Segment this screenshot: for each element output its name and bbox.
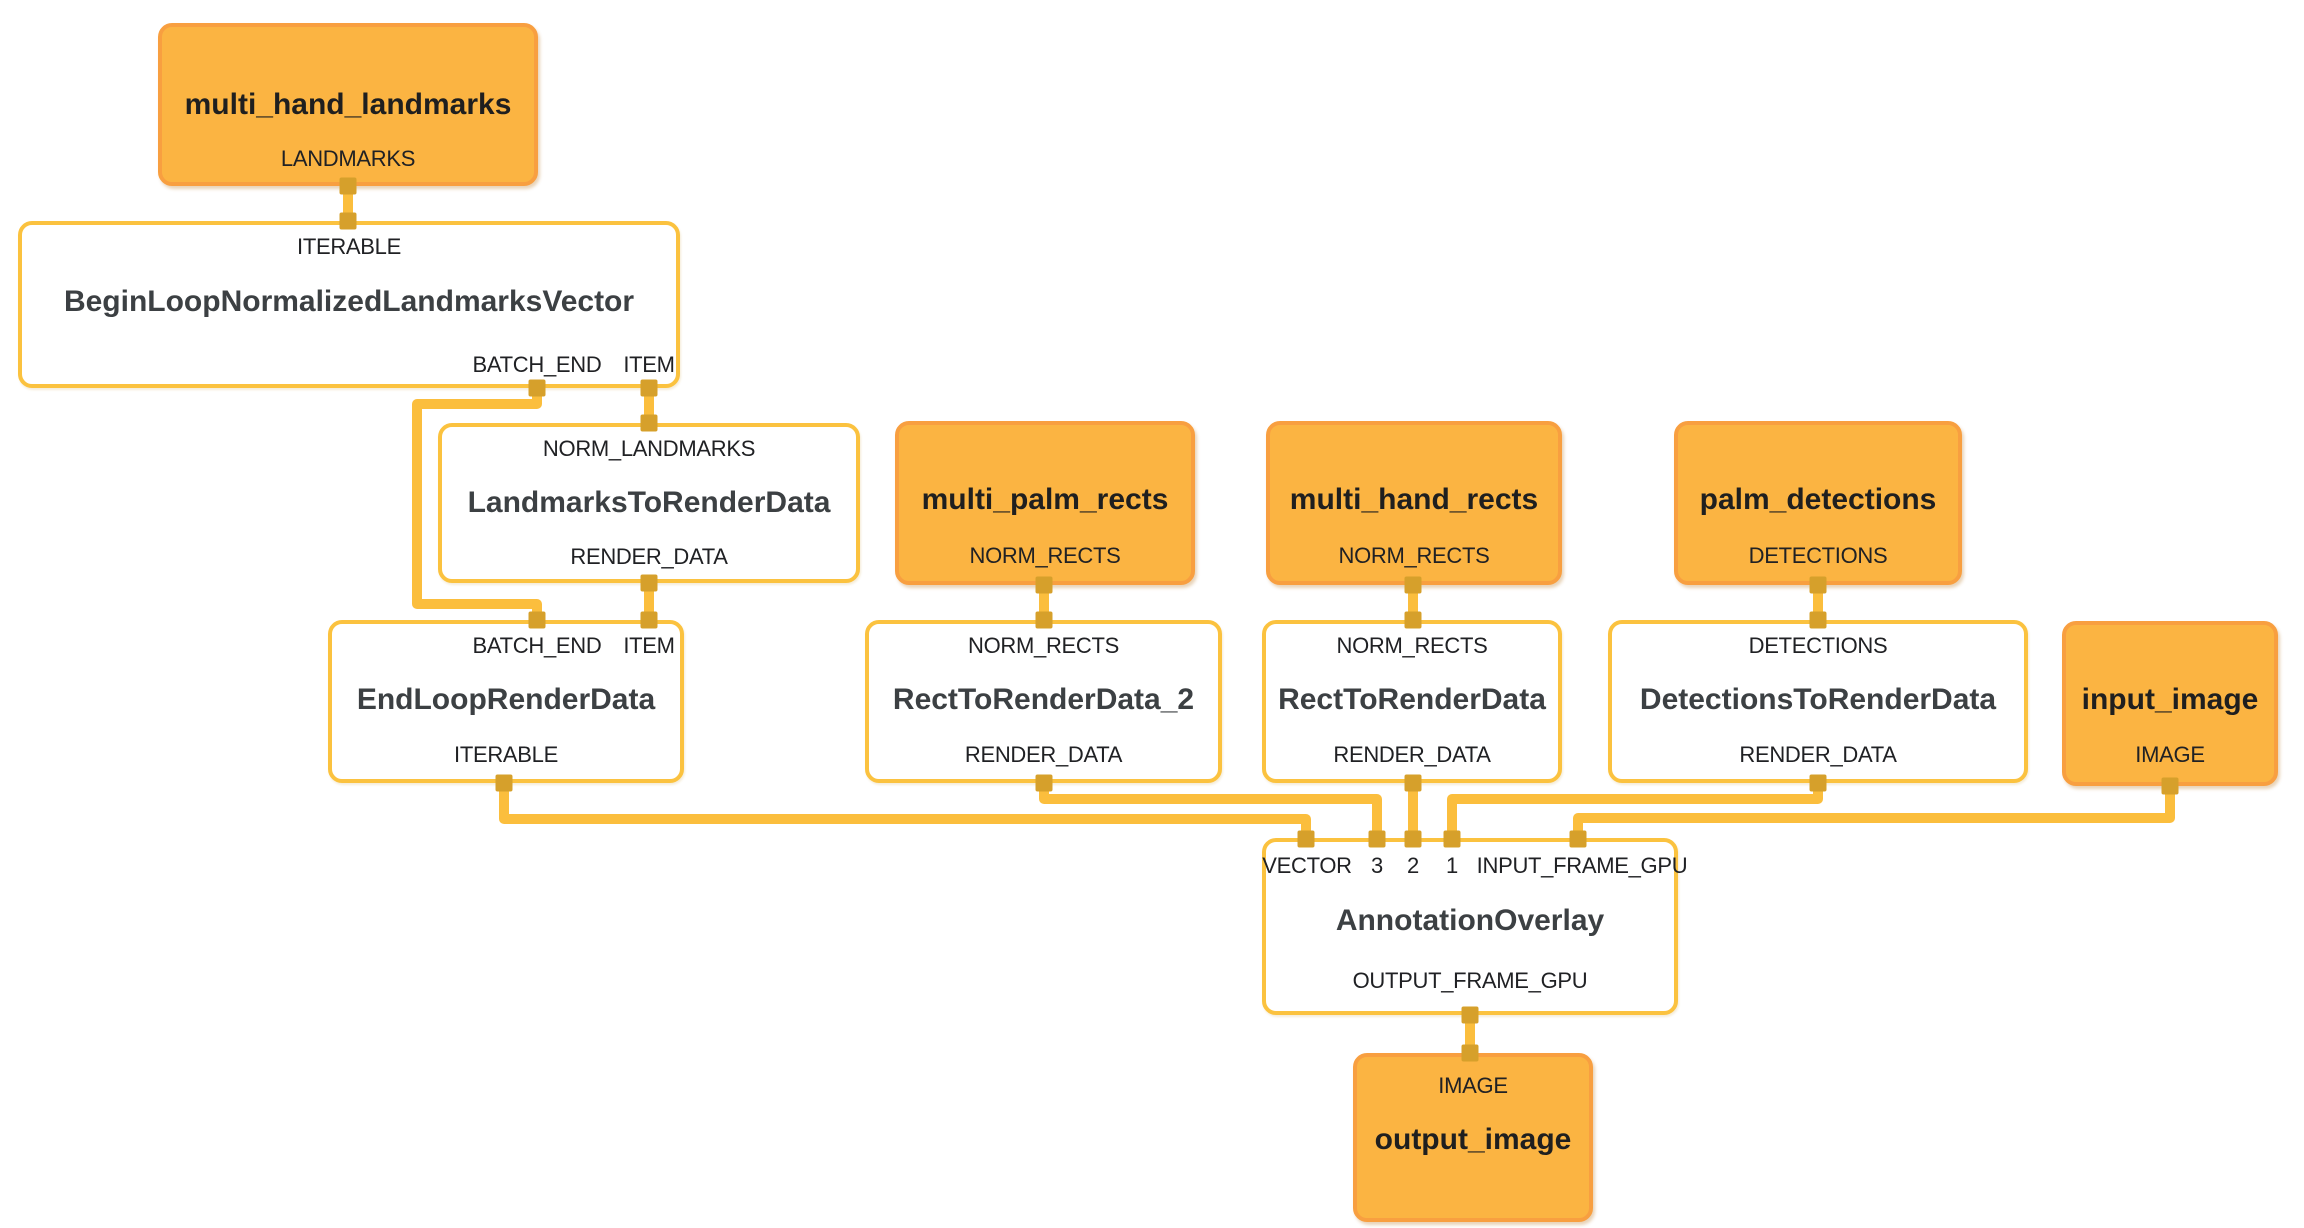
port-label-vector: VECTOR	[1262, 853, 1352, 878]
node-detections-to-render-data[interactable]: DETECTIONS DetectionsToRenderData RENDER…	[1608, 620, 2028, 783]
port-label-norm-rects: NORM_RECTS	[969, 543, 1121, 568]
node-title: RectToRenderData	[1278, 683, 1546, 716]
edge-iterable-to-vector	[499, 783, 1311, 839]
port-label-batch-end: BATCH_END	[472, 352, 602, 377]
node-output-image[interactable]: IMAGE output_image	[1353, 1053, 1593, 1222]
port-label-2: 2	[1407, 853, 1419, 878]
node-multi-palm-rects[interactable]: multi_palm_rects NORM_RECTS	[895, 421, 1195, 585]
node-end-loop-render-data[interactable]: BATCH_END ITEM EndLoopRenderData ITERABL…	[328, 620, 684, 783]
port-label-item: ITEM	[623, 633, 675, 658]
port-label-1: 1	[1446, 853, 1458, 878]
port-label-norm-rects: NORM_RECTS	[967, 633, 1120, 658]
port-label-detections: DETECTIONS	[1748, 633, 1888, 658]
node-title: BeginLoopNormalizedLandmarksVector	[63, 285, 635, 318]
node-begin-loop-normalized-landmarks-vector[interactable]: ITERABLE BeginLoopNormalizedLandmarksVec…	[18, 221, 680, 388]
node-input-image[interactable]: input_image IMAGE	[2062, 621, 2278, 786]
port-label-render-data: RENDER_DATA	[964, 742, 1123, 767]
node-title: AnnotationOverlay	[1335, 904, 1605, 937]
node-rect-to-render-data[interactable]: NORM_RECTS RectToRenderData RENDER_DATA	[1262, 620, 1562, 783]
port-label-norm-landmarks: NORM_LANDMARKS	[542, 436, 756, 461]
port-label-item: ITEM	[623, 352, 675, 377]
node-annotation-overlay[interactable]: VECTOR 3 2 1 INPUT_FRAME_GPU AnnotationO…	[1262, 838, 1688, 1015]
port-label-iterable: ITERABLE	[454, 742, 558, 767]
node-title: output_image	[1374, 1123, 1572, 1156]
node-multi-hand-rects[interactable]: multi_hand_rects NORM_RECTS	[1266, 421, 1562, 585]
port-label-image: IMAGE	[2135, 742, 2205, 767]
node-title: palm_detections	[1699, 483, 1937, 516]
port-label-image: IMAGE	[1438, 1073, 1508, 1098]
port-label-output-frame-gpu: OUTPUT_FRAME_GPU	[1352, 968, 1588, 993]
edge-image-to-input-frame-gpu	[1573, 786, 2175, 839]
edge-render-data-to-3	[1039, 783, 1382, 839]
port-label-render-data: RENDER_DATA	[570, 544, 728, 569]
node-title: input_image	[2081, 683, 2259, 716]
node-title: RectToRenderData_2	[892, 683, 1195, 716]
port-label-norm-rects: NORM_RECTS	[1338, 543, 1490, 568]
node-title: multi_palm_rects	[921, 483, 1169, 516]
node-multi-hand-landmarks[interactable]: multi_hand_landmarks LANDMARKS	[158, 23, 538, 186]
port-label-norm-rects: NORM_RECTS	[1336, 633, 1488, 658]
port-label-input-frame-gpu: INPUT_FRAME_GPU	[1476, 853, 1688, 878]
node-palm-detections[interactable]: palm_detections DETECTIONS	[1674, 421, 1962, 585]
port-label-detections: DETECTIONS	[1748, 543, 1888, 568]
port-label-landmarks: LANDMARKS	[280, 146, 416, 171]
node-landmarks-to-render-data[interactable]: NORM_LANDMARKS LandmarksToRenderData REN…	[438, 423, 860, 583]
port-label-iterable: ITERABLE	[297, 234, 401, 259]
node-title: DetectionsToRenderData	[1639, 683, 1997, 716]
port-label-3: 3	[1371, 853, 1383, 878]
node-title: LandmarksToRenderData	[467, 486, 831, 519]
edge-render-data-to-1	[1447, 783, 1823, 839]
port-label-render-data: RENDER_DATA	[1739, 742, 1897, 767]
port-label-render-data: RENDER_DATA	[1333, 742, 1491, 767]
node-title: multi_hand_rects	[1289, 483, 1539, 516]
node-title: multi_hand_landmarks	[184, 88, 512, 121]
node-title: EndLoopRenderData	[356, 683, 656, 716]
port-label-batch-end: BATCH_END	[472, 633, 602, 658]
node-rect-to-render-data-2[interactable]: NORM_RECTS RectToRenderData_2 RENDER_DAT…	[865, 620, 1222, 783]
